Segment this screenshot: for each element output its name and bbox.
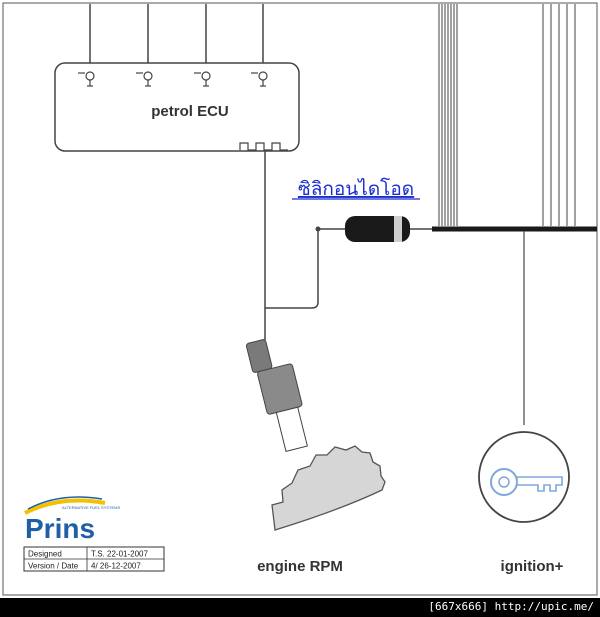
title-block-row1-label: Designed (28, 550, 62, 559)
diagram-frame (2, 2, 598, 596)
ecu-box (54, 62, 300, 152)
footer-watermark: [667x666] http://upic.me/ (428, 600, 594, 613)
footer-bar (0, 598, 600, 617)
ecu-label: petrol ECU (151, 103, 229, 120)
diode-branch-wire (265, 230, 319, 309)
square-wave-icon (239, 142, 288, 151)
injector-driver-icons (78, 71, 268, 87)
diagram-canvas: petrol ECU ซิลิกอนไดโอด (2, 2, 598, 596)
title-block-row2-label: Version / Date (28, 562, 79, 571)
diode-icon (315, 216, 432, 242)
logo-brand: Prins (25, 513, 95, 544)
rpm-sensor-icon (245, 339, 308, 452)
harness-right (542, 4, 576, 226)
title-block-row2-value: 4/ 26-12-2007 (91, 562, 141, 571)
title-block: Designed T.S. 22-01-2007 Version / Date … (23, 546, 165, 572)
ignition-key-icon (478, 431, 570, 523)
diode-label: ซิลิกอนไดโอด (298, 177, 414, 200)
logo-tagline: ALTERNATIVE FUEL SYSTEMS (62, 505, 120, 510)
harness-left (438, 4, 458, 226)
prins-logo: ALTERNATIVE FUEL SYSTEMS Prins (24, 496, 120, 544)
title-block-row1-value: T.S. 22-01-2007 (91, 550, 148, 559)
injector-wires (89, 4, 264, 70)
tone-wheel-icon (271, 445, 386, 531)
ignition-label: ignition+ (501, 558, 564, 575)
engine-rpm-label: engine RPM (257, 558, 343, 575)
